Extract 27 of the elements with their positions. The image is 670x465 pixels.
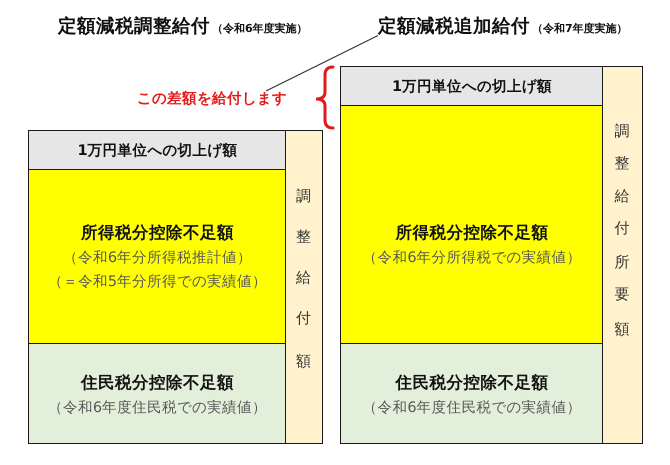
block-label: 1万円単位への切上げ額: [392, 78, 552, 96]
amount-block: [28, 343, 287, 444]
block-label: 1万円単位への切上げ額: [77, 142, 238, 160]
leader-line: [266, 34, 378, 92]
block-note: （令和6年分所得税での実績値）: [362, 248, 582, 268]
column-label: 調整給付額: [296, 174, 311, 383]
block-heading: 住民税分控除不足額: [81, 372, 234, 394]
amount-block: [28, 130, 287, 171]
note-text: この差額を給付します: [137, 91, 287, 108]
amount-block: [340, 105, 604, 345]
heading-title: 定額減税調整給付: [58, 15, 210, 38]
amount-block: [340, 343, 604, 444]
side-column: [602, 66, 643, 444]
heading-title: 定額減税追加給付: [378, 15, 530, 38]
block-note: （＝令和5年分所得での実績値）: [48, 272, 268, 292]
heading-note: （令和6年度実施）: [212, 21, 308, 36]
amount-block: [28, 169, 287, 345]
block-note: （令和6年分所得税推計値）: [62, 248, 252, 268]
block-note: （令和6年度住民税での実績値）: [48, 398, 268, 418]
column-label: 調整給付所要額: [614, 110, 630, 342]
heading-note: （令和7年度実施）: [532, 21, 628, 36]
block-note: （令和6年度住民税での実績値）: [362, 398, 582, 418]
block-heading: 所得税分控除不足額: [81, 222, 234, 244]
block-heading: 所得税分控除不足額: [396, 222, 548, 244]
block-heading: 住民税分控除不足額: [396, 372, 548, 394]
side-column: [285, 130, 323, 444]
amount-block: [340, 66, 604, 107]
